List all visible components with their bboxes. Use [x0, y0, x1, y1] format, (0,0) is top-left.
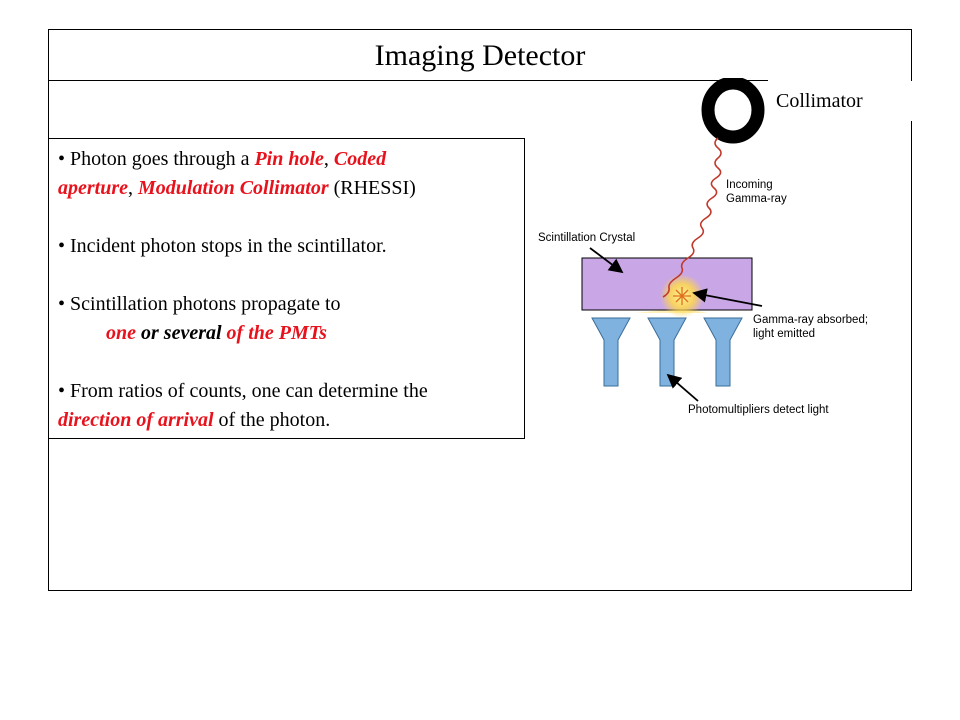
bullet-1-suffix: (RHESSI) [328, 177, 416, 199]
title-divider [48, 29, 768, 81]
bullet-dot: • [58, 380, 66, 402]
photomultiplier-tube [703, 317, 743, 387]
bullet-4: • From ratios of counts, one can determi… [58, 377, 518, 435]
bullet-dot: • [58, 293, 66, 315]
scintillation-detector-diagram: Incoming Gamma-ray Scintillation Crystal… [538, 78, 868, 416]
slide-title: Imaging Detector [374, 39, 586, 72]
term-modulation-collimator: Modulation Collimator [138, 177, 329, 199]
pmt-arrow [666, 373, 699, 402]
incoming-label-line1: Incoming [726, 179, 773, 191]
bullet-4-text: From ratios of counts, one can determine… [65, 380, 428, 402]
absorbed-label-line2: light emitted [753, 328, 815, 340]
absorbed-label-line1: Gamma-ray absorbed; [753, 314, 868, 326]
term-or-several: or several [136, 322, 227, 344]
bullet-3-indent: one or several of the PMTs [58, 322, 327, 344]
crystal-label: Scintillation Crystal [538, 232, 635, 244]
bullet-dot: • [58, 235, 66, 257]
bullet-3: • Scintillation photons propagate to one… [58, 290, 518, 348]
collimator-ring [701, 78, 765, 144]
term-coded: Coded [333, 148, 387, 170]
crystal-arrow [589, 247, 624, 274]
collimator-label-box [768, 81, 913, 121]
term-pin-hole: Pin hole [254, 148, 324, 170]
term-direction-of-arrival: direction of arrival [58, 409, 214, 431]
term-one: one [106, 322, 136, 344]
term-aperture: aperture [58, 177, 128, 199]
bullet-2: • Incident photon stops in the scintilla… [58, 232, 518, 261]
incoming-label-line2: Gamma-ray [726, 193, 787, 205]
pmt-label: Photomultipliers detect light [688, 404, 829, 416]
collimator-label: Collimator [776, 90, 863, 112]
bullet-dot: • [58, 148, 66, 170]
bullet-3-text: Scintillation photons propagate to [65, 293, 341, 315]
bullet-4-suffix: of the photon. [213, 409, 331, 431]
separator: , [323, 148, 334, 170]
light-burst-icon [673, 287, 691, 305]
bullet-text-box [48, 138, 525, 439]
separator: , [128, 177, 138, 199]
photomultiplier-tube [591, 317, 631, 387]
term-of-the-pmts: of the PMTs [226, 322, 327, 344]
gamma-ray-wave [662, 137, 722, 298]
photomultiplier-tube [647, 317, 687, 387]
bullet-1: • Photon goes through a Pin hole, Coded … [58, 145, 518, 203]
bullet-1-text: Photon goes through a [65, 148, 255, 170]
absorbed-arrow [692, 288, 763, 307]
bullet-2-text: Incident photon stops in the scintillato… [65, 235, 387, 257]
